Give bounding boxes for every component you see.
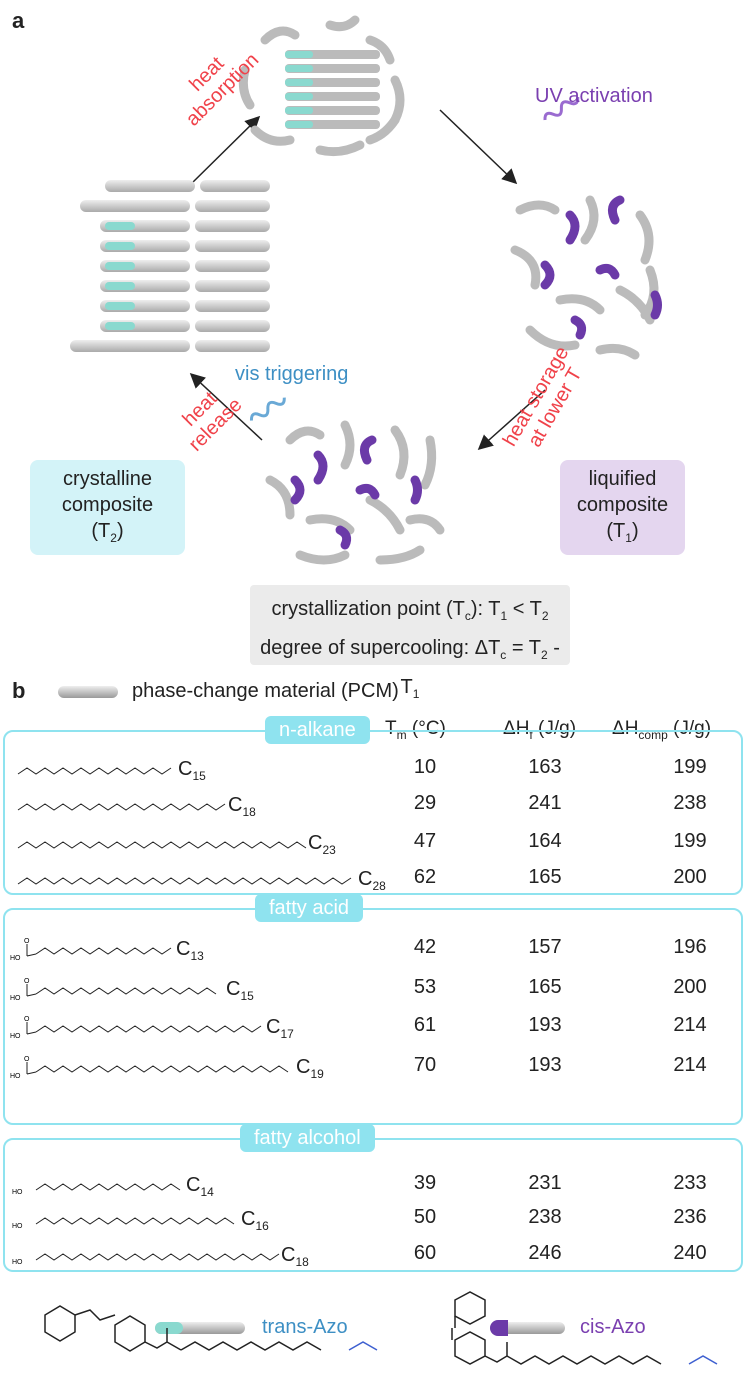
cis-azo-icon xyxy=(490,1320,565,1336)
cell-hf: 231 xyxy=(528,1172,562,1194)
molecule-chain: HO O xyxy=(10,978,217,1002)
carbon-label: C19 xyxy=(296,1056,324,1081)
trans-azo-icon xyxy=(155,1322,245,1334)
vis-wave-icon xyxy=(249,397,286,421)
cell-hc: 199 xyxy=(673,830,707,852)
cell-hf: 246 xyxy=(528,1242,562,1264)
svg-text:O: O xyxy=(24,978,30,985)
cell-tm: 70 xyxy=(413,1054,437,1076)
carbon-label: C28 xyxy=(358,868,386,893)
panel-b-label: b xyxy=(12,678,26,703)
carbon-label: C16 xyxy=(241,1208,269,1233)
supercooling-summary-box: crystallization point (Tc): T1 < T2 degr… xyxy=(250,585,570,701)
svg-text:O: O xyxy=(24,1016,30,1023)
cell-hf: 157 xyxy=(528,936,562,958)
cell-hc: 196 xyxy=(673,936,707,958)
group-tag: fatty acid xyxy=(255,894,364,922)
pcm-legend: phase-change material (PCM) xyxy=(132,680,399,702)
carbon-label: C13 xyxy=(176,938,204,963)
cell-hf: 193 xyxy=(528,1014,562,1036)
carbon-label: C15 xyxy=(226,978,254,1003)
panel-a-label: a xyxy=(12,8,25,33)
cell-hc: 214 xyxy=(673,1014,707,1036)
cell-hf: 238 xyxy=(528,1206,562,1228)
cell-tm: 39 xyxy=(413,1172,437,1194)
cell-tm: 61 xyxy=(413,1014,437,1036)
molecule-chain: HO xyxy=(12,1183,181,1196)
trans-azo-label: trans-Azo xyxy=(262,1316,348,1338)
molecule-chain xyxy=(17,767,172,775)
header-tm: Tm (°C) xyxy=(385,718,446,742)
azo-structures xyxy=(44,1291,718,1365)
molecule-chain: HO O xyxy=(10,1056,289,1080)
arrow-heat-absorption xyxy=(189,115,261,186)
cis-azo-label: cis-Azo xyxy=(580,1316,646,1338)
crystalline-stack xyxy=(70,180,270,352)
uv-activation-label: UV activation xyxy=(535,85,653,107)
cell-tm: 50 xyxy=(413,1206,437,1228)
carbon-label: C23 xyxy=(308,832,336,857)
svg-text:HO: HO xyxy=(10,1073,21,1080)
arrow-uv xyxy=(439,109,518,185)
carbon-label: C14 xyxy=(186,1174,214,1199)
molecule-chain xyxy=(17,877,352,885)
cell-tm: 53 xyxy=(413,976,437,998)
liquified-cluster-bottom xyxy=(265,420,445,565)
header-hf: ΔHf (J/g) xyxy=(503,718,577,742)
cell-tm: 42 xyxy=(413,936,437,958)
cell-hc: 240 xyxy=(673,1242,707,1264)
uv-wave-icon xyxy=(543,96,580,121)
pcm-rod-icon xyxy=(58,686,118,698)
cell-hf: 163 xyxy=(528,756,562,778)
cell-hf: 241 xyxy=(528,792,562,814)
svg-text:HO: HO xyxy=(10,1033,21,1040)
cell-tm: 10 xyxy=(413,756,437,778)
trans-azo-structure xyxy=(44,1305,378,1352)
cell-hc: 199 xyxy=(673,756,707,778)
cell-hc: 200 xyxy=(673,976,707,998)
arrow-vis xyxy=(189,372,263,441)
cell-hf: 165 xyxy=(528,866,562,888)
cell-hc: 238 xyxy=(673,792,707,814)
molecule-chain: HO xyxy=(12,1217,235,1230)
molecule-chain: HO O xyxy=(10,1016,262,1040)
carbon-label: C18 xyxy=(228,794,256,819)
svg-text:HO: HO xyxy=(12,1189,23,1196)
group-tag: n-alkane xyxy=(265,716,370,744)
cell-hc: 236 xyxy=(673,1206,707,1228)
group-box-n-alkane xyxy=(3,730,743,895)
cell-tm: 62 xyxy=(413,866,437,888)
molecule-chain xyxy=(17,841,307,849)
svg-text:O: O xyxy=(24,1056,30,1063)
carbon-label: C15 xyxy=(178,758,206,783)
carbon-label: C17 xyxy=(266,1016,294,1041)
molten-cluster-top xyxy=(238,15,405,157)
cell-hc: 200 xyxy=(673,866,707,888)
cycle-diagram xyxy=(70,15,662,565)
cell-hc: 214 xyxy=(673,1054,707,1076)
svg-text:HO: HO xyxy=(10,995,21,1002)
carbon-label: C18 xyxy=(281,1244,309,1269)
svg-text:O: O xyxy=(24,938,30,945)
cell-tm: 29 xyxy=(413,792,437,814)
molecule-chain xyxy=(17,803,226,811)
arrow-heat-storage xyxy=(477,389,546,450)
svg-text:HO: HO xyxy=(10,955,21,962)
cell-tm: 60 xyxy=(413,1242,437,1264)
svg-text:HO: HO xyxy=(12,1223,23,1230)
cell-hf: 193 xyxy=(528,1054,562,1076)
molecule-chain: HO xyxy=(12,1253,280,1266)
cell-hf: 164 xyxy=(528,830,562,852)
cell-tm: 47 xyxy=(413,830,437,852)
svg-text:HO: HO xyxy=(12,1259,23,1266)
group-box-fatty-acid xyxy=(3,908,743,1125)
vis-triggering-label: vis triggering xyxy=(235,363,349,385)
cell-hf: 165 xyxy=(528,976,562,998)
cis-azo-structure xyxy=(451,1291,718,1365)
molecule-chain: HO O xyxy=(10,938,172,962)
group-tag: fatty alcohol xyxy=(240,1124,375,1152)
cell-hc: 233 xyxy=(673,1172,707,1194)
